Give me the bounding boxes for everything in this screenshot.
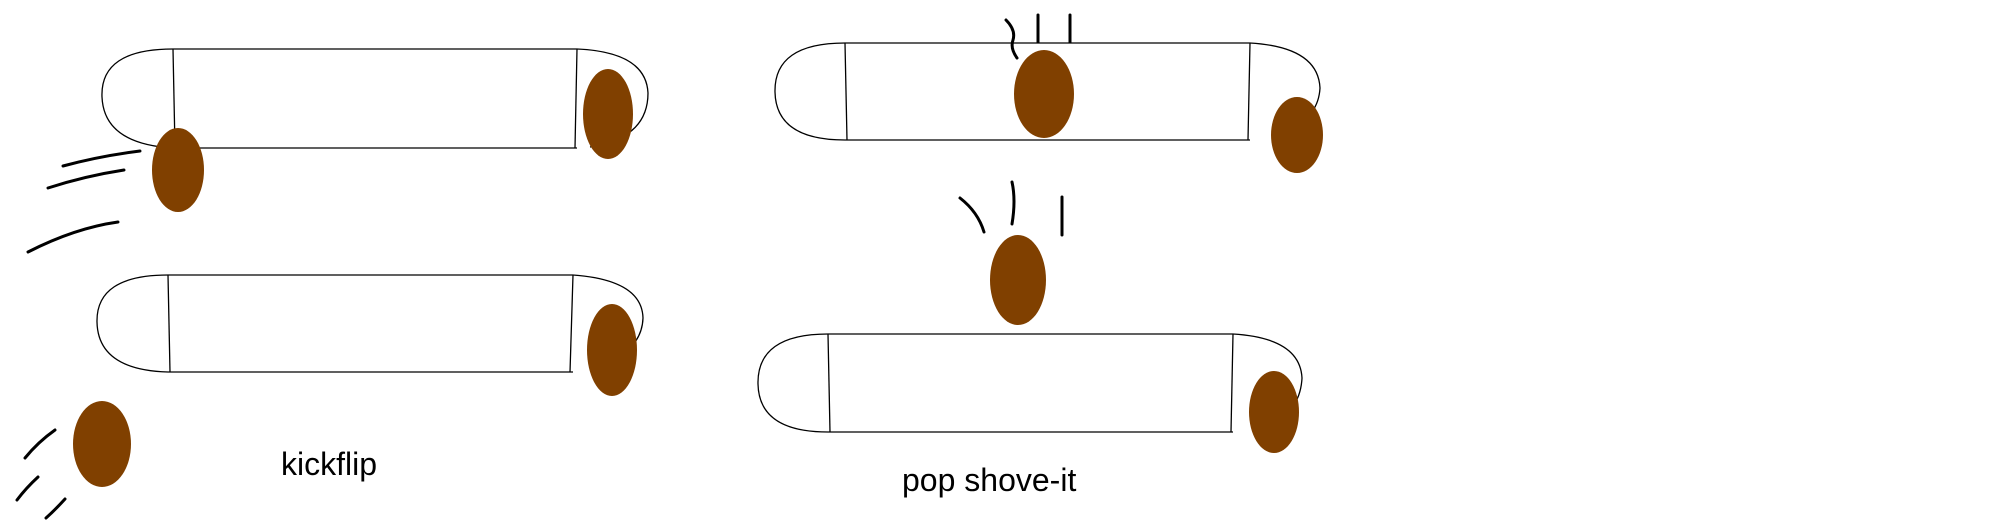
foot-icon (152, 128, 204, 212)
foot-icon (73, 401, 131, 487)
shove-it-board-bottom (757, 333, 1303, 433)
foot-icon (1271, 97, 1323, 173)
motion-lines-icon (958, 180, 1064, 237)
kickflip-caption: kickflip (281, 446, 378, 482)
foot-icon (587, 304, 637, 396)
foot-icon (583, 69, 633, 159)
kickflip-board-bottom (96, 274, 644, 373)
foot-icon (1014, 50, 1074, 138)
kickflip-board-top (101, 48, 649, 149)
foot-icon (1249, 371, 1299, 453)
motion-lines-icon (1004, 13, 1072, 60)
foot-icon (990, 235, 1046, 325)
motion-lines-icon (15, 428, 67, 520)
motion-lines-icon (26, 149, 142, 254)
pop-shove-it-caption: pop shove-it (902, 462, 1077, 498)
